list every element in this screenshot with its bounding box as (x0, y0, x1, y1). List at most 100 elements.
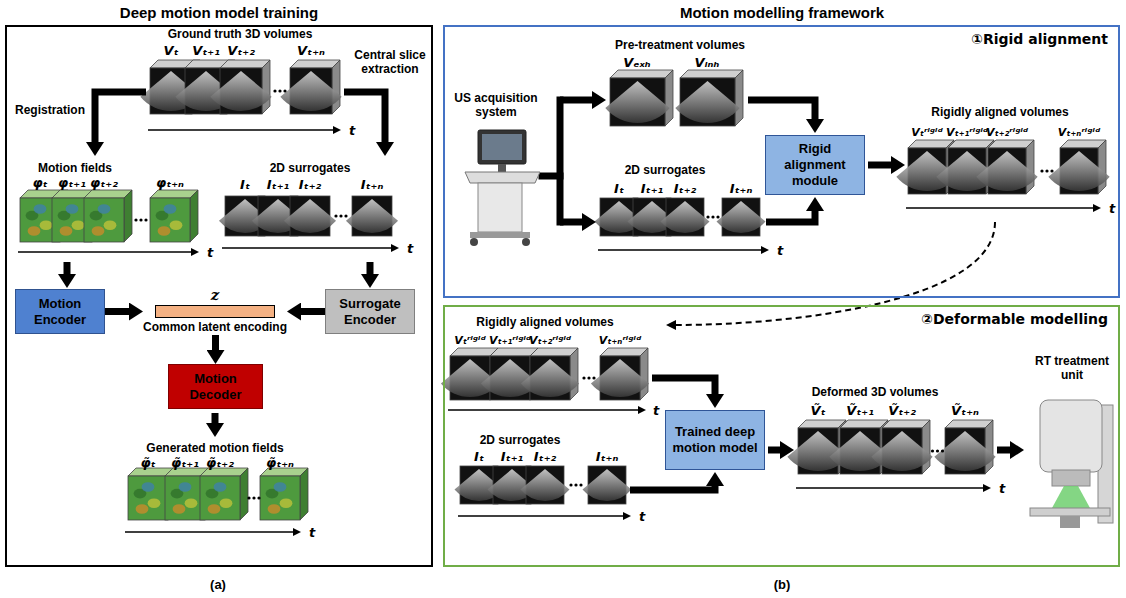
label-anchor: (a) (210, 577, 226, 592)
ellipsis-dot (592, 376, 595, 379)
label-anchor: Vₜ₊₁ (192, 43, 220, 58)
ultrasound-fan (210, 71, 271, 111)
field-blob (98, 204, 111, 214)
label-anchor: Vₜʳⁱᵍⁱᵈ (911, 126, 943, 139)
label-anchor: Iₜ₊ₙ (730, 181, 753, 196)
label-anchor: Iₜ₊₂ (674, 181, 696, 196)
label-anchor: Vₜ₊₁ʳⁱᵍⁱᵈ (946, 126, 988, 139)
volume-slab (675, 70, 743, 126)
symbol-label: Ṽₜ₊ₙ (951, 403, 979, 418)
illustration (18, 60, 1113, 532)
control-panel (465, 172, 540, 183)
label-anchor: Iₜ₊₂ (299, 177, 321, 192)
process-box: Trained deep motion model (665, 410, 765, 470)
label-anchor: Iₜ₊₁ (267, 177, 289, 192)
flow-arrow (768, 447, 780, 454)
label-anchor: RT treatment unit (1030, 354, 1114, 382)
section-label: Registration (15, 103, 85, 117)
slab-front (150, 198, 190, 242)
dashed-arrow (676, 222, 995, 325)
encoder-box: Surrogate Encoder (325, 289, 415, 334)
symbol-label: Iₜ (614, 181, 624, 196)
label-anchor: Iₜ₊ₙ (361, 177, 384, 192)
slab-front (165, 476, 205, 520)
flow-arrow (868, 162, 891, 169)
label-anchor: φ̃ₜ₊₂ (206, 455, 234, 470)
symbol-label: Vₜʳⁱᵍⁱᵈ (454, 334, 486, 347)
volume-slab (976, 140, 1037, 194)
axis-label: t (999, 481, 1005, 496)
ellipsis-dot (257, 496, 260, 499)
ultrasound-fan (280, 71, 341, 111)
flow-arrow (748, 100, 815, 119)
label-anchor: φₜ (32, 175, 47, 190)
field-blob (185, 498, 198, 508)
surrogate-image (520, 466, 569, 504)
time-axis (148, 129, 333, 131)
label-anchor: Vₜ₊ₙʳⁱᵍⁱᵈ (599, 334, 641, 347)
training-panel: Deep motion model trainingMotion Encoder… (5, 25, 433, 567)
field-blob (40, 220, 53, 230)
section-label: Rigidly aligned volumes (931, 105, 1068, 119)
flow-arrow (64, 262, 71, 274)
ellipsis-dot (139, 218, 142, 221)
latent-bar (155, 305, 275, 318)
wheel (470, 238, 478, 246)
ultrasound-fan (1048, 151, 1109, 191)
ellipsis-dot (569, 483, 572, 486)
flow-arrow (652, 378, 715, 394)
axis-label: t (349, 123, 355, 138)
wheel (522, 238, 530, 246)
label-anchor: Rigidly aligned volumes (476, 315, 613, 329)
slab-front (260, 476, 300, 520)
label-anchor: Iₜ (240, 177, 250, 192)
volume-slab (280, 60, 341, 114)
ellipsis-dot (582, 376, 585, 379)
panel-letter: (a) (210, 577, 226, 592)
axis-label: t (207, 245, 213, 260)
slab-top (680, 70, 743, 78)
ellipsis-dot (334, 214, 337, 217)
axis-label: t (1109, 201, 1115, 216)
time-axis (125, 531, 293, 533)
field-blob (173, 504, 186, 514)
flow-arrow (95, 92, 146, 142)
slab-side (985, 420, 993, 474)
ellipsis-dot (283, 89, 286, 92)
slab-side (332, 60, 340, 114)
field-blob (268, 504, 281, 514)
label-anchor: Pre-treatment volumes (615, 38, 745, 52)
surrogate-image (582, 466, 631, 504)
motion-field-slab (200, 468, 248, 520)
ellipsis-dot (278, 89, 281, 92)
symbol-label: φₜ (32, 175, 47, 190)
symbol-label: Vₜ (163, 43, 178, 58)
ellipsis-dot (711, 215, 714, 218)
flow-connector (301, 308, 325, 315)
symbol-label: Ṽₜ₊₁ (846, 403, 874, 418)
symbol-label: Vₜʳⁱᵍⁱᵈ (911, 126, 943, 139)
motion-field-slab (260, 468, 308, 520)
label-anchor: Vₜ₊ₙ (297, 43, 325, 58)
label-anchor: Iₜ₊₁ (641, 181, 663, 196)
slab-side (1026, 140, 1034, 194)
surrogate-image (284, 196, 336, 236)
gantry (1040, 400, 1102, 472)
symbol-label: φₜ₊ₙ (156, 175, 184, 190)
symbol-label: Vₜ₊ₙ (297, 43, 325, 58)
ultrasound-fan (520, 469, 569, 501)
field-blob (158, 226, 171, 236)
surrogate-image (716, 198, 765, 236)
axis-label: t (407, 241, 413, 256)
symbol-label: Vₑₓₕ (623, 55, 651, 70)
label-anchor: 2D surrogates (625, 163, 706, 177)
symbol-label: Iₜ₊ₙ (361, 177, 384, 192)
section-label: Generated motion fields (146, 441, 283, 455)
label-anchor: Vₜ₊₂ʳⁱᵍⁱᵈ (986, 126, 1028, 139)
rigid-alignment-panel: ①Rigid alignmentRigid alignment module (443, 25, 1120, 298)
field-blob (104, 220, 117, 230)
slab-side (240, 468, 248, 520)
box-label: Motion Decoder (173, 371, 258, 403)
flow-arrow (766, 211, 815, 222)
flow-arrow (367, 262, 374, 274)
